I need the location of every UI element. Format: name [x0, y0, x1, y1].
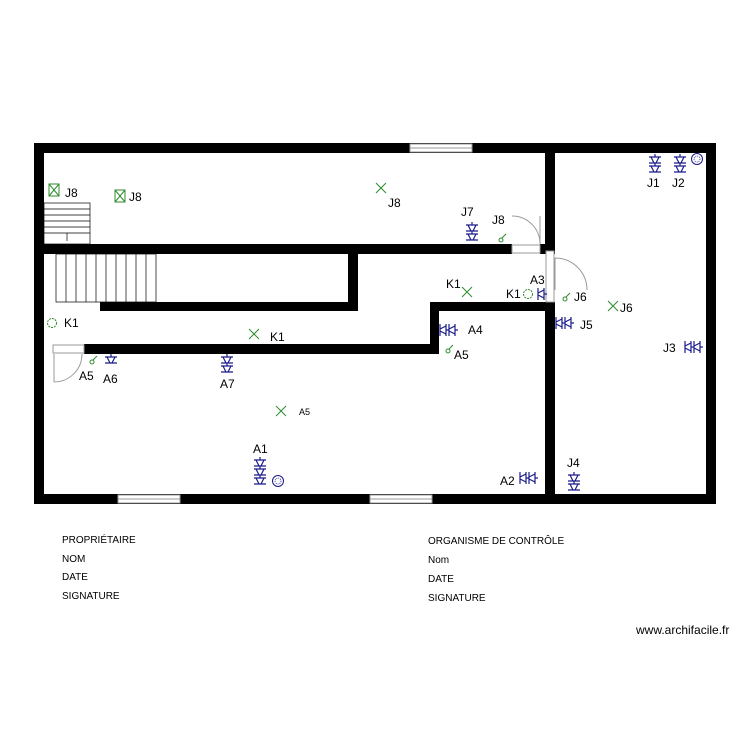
label-a5-a: A5: [454, 348, 469, 362]
label-j1: J1: [647, 176, 660, 190]
owner-signature: SIGNATURE: [62, 591, 120, 602]
switch-tiny-j6: [562, 292, 571, 302]
socket-j1: [649, 154, 661, 173]
stairs: [43, 202, 157, 303]
light-cross-a5: [275, 405, 287, 417]
switch-tiny-a5-a: [445, 344, 454, 354]
owner-title: PROPRIÉTAIRE: [62, 535, 136, 546]
label-k1-b: K1: [506, 287, 521, 301]
electrical-symbols: [47, 153, 703, 491]
label-j5: J5: [580, 318, 593, 332]
label-j8-d: J8: [492, 213, 505, 227]
socket-k1: [537, 288, 547, 300]
switch-ring-k1-b: [523, 289, 533, 299]
switch-ring-k1-a: [47, 318, 57, 328]
outer-wall-top: [34, 143, 716, 153]
label-a6: A6: [103, 372, 118, 386]
wall-right-room-upper: [545, 153, 555, 251]
door-left-room: [52, 344, 85, 354]
label-j3: J3: [663, 341, 676, 355]
switch-tiny-j8: [498, 233, 507, 243]
light-cross-j6: [607, 300, 619, 312]
wall-corridor-step-v: [430, 302, 439, 354]
label-j6-a: J6: [574, 290, 587, 304]
wall-stair-bottom: [100, 302, 358, 311]
wall-corridor-bottom: [84, 344, 439, 354]
label-a1: A1: [253, 442, 268, 456]
socket-j7: [466, 222, 478, 241]
label-j6-b: J6: [620, 301, 633, 315]
inspector-name: Nom: [428, 555, 450, 566]
owner-date: DATE: [62, 572, 88, 583]
owner-name: NOM: [62, 554, 86, 565]
label-j8-b: J8: [129, 190, 142, 204]
inspector-signature: SIGNATURE: [428, 593, 486, 604]
socket-a7: [221, 354, 233, 373]
switch-tiny-a5-b: [89, 355, 98, 365]
outer-wall-left: [34, 143, 44, 504]
label-j7: J7: [461, 205, 474, 219]
switch-box-j8-a: [48, 183, 60, 197]
windows: [117, 143, 473, 504]
outlet-badge-a1: [272, 475, 284, 487]
socket-j2: [674, 154, 686, 173]
socket-a4: [439, 324, 458, 336]
wall-top-room-bottom: [44, 244, 512, 254]
socket-j3: [684, 341, 703, 353]
switch-box-j8-b: [114, 189, 126, 203]
label-k1-a: K1: [446, 277, 461, 291]
label-j2: J2: [672, 176, 685, 190]
label-a3: A3: [530, 273, 545, 287]
label-j8-a: J8: [65, 186, 78, 200]
socket-a2: [519, 472, 538, 484]
symbol-labels: J8 J8 J8 J8 J7 J1 J2 J3 J4 J5 J6 J6 K1 K…: [64, 176, 685, 488]
label-a4: A4: [468, 323, 483, 337]
socket-j5: [555, 317, 574, 329]
inspector-date: DATE: [428, 574, 454, 585]
label-a7: A7: [220, 377, 235, 391]
wall-right-room-lower: [545, 302, 555, 494]
socket-a1: [254, 457, 266, 485]
label-a2: A2: [500, 474, 515, 488]
door-top-room: [511, 244, 541, 254]
wall-corridor-step: [430, 302, 555, 311]
outer-wall-right: [706, 143, 716, 504]
wall-top-room-bottom-b: [540, 244, 555, 254]
light-cross-k1-b: [248, 328, 260, 340]
socket-j4: [568, 472, 580, 491]
wall-stair-right: [348, 254, 358, 311]
inspector-title: ORGANISME DE CONTRÔLE: [428, 536, 565, 547]
label-k1-d: K1: [270, 330, 285, 344]
label-k1-c: K1: [64, 316, 79, 330]
light-cross-j8: [375, 182, 387, 194]
doors: [52, 215, 588, 383]
label-a5-c: A5: [299, 407, 310, 417]
outlet-badge-j2: [691, 153, 703, 165]
socket-a6: [105, 354, 117, 364]
door-right-room: [545, 250, 555, 303]
label-a5-b: A5: [79, 369, 94, 383]
label-j4: J4: [567, 456, 580, 470]
watermark: www.archifacile.fr: [636, 623, 730, 637]
light-cross-k1-a: [461, 286, 473, 298]
label-j8-c: J8: [388, 196, 401, 210]
